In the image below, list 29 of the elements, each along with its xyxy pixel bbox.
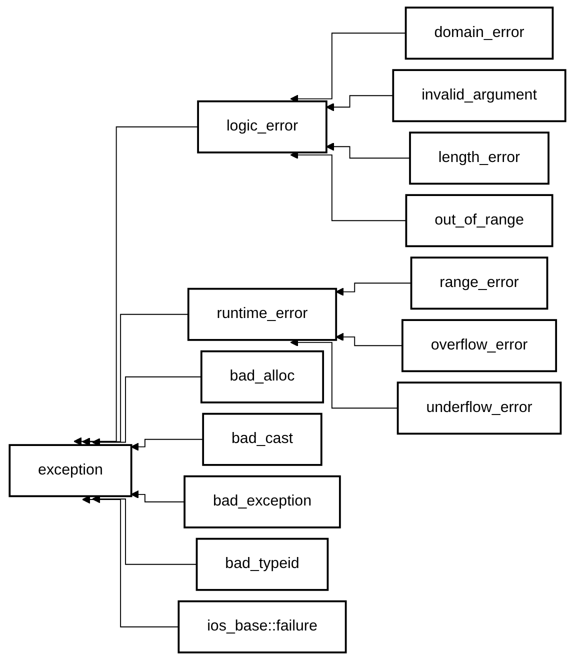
node-box: underflow_error	[396, 382, 562, 435]
node-box: domain_error	[404, 6, 554, 60]
arrow	[336, 282, 412, 296]
node-box: bad_typeid	[196, 538, 329, 591]
arrow	[326, 142, 410, 159]
arrow	[82, 495, 180, 628]
arrow	[92, 494, 198, 565]
arrow	[336, 332, 403, 346]
node-box: bad_cast	[202, 412, 322, 466]
node-box: runtime_error	[187, 288, 338, 341]
node-box: out_of_range	[405, 194, 554, 248]
arrow	[74, 126, 199, 446]
arrow	[290, 338, 398, 409]
arrow	[326, 95, 394, 112]
node-box: exception	[8, 444, 132, 498]
node-box: range_error	[410, 256, 548, 310]
node-box: overflow_error	[401, 319, 558, 372]
node-box: ios_base::failure	[178, 600, 347, 654]
arrow	[290, 32, 406, 103]
node-box: bad_alloc	[200, 350, 324, 404]
arrow	[130, 490, 186, 502]
arrow	[92, 376, 202, 446]
node-box: bad_exception	[184, 475, 341, 528]
node-box: logic_error	[197, 100, 328, 154]
arrow	[290, 150, 407, 222]
node-box: length_error	[409, 132, 550, 185]
arrow	[130, 438, 204, 451]
arrow	[82, 314, 189, 446]
node-box: invalid_argument	[392, 69, 566, 122]
